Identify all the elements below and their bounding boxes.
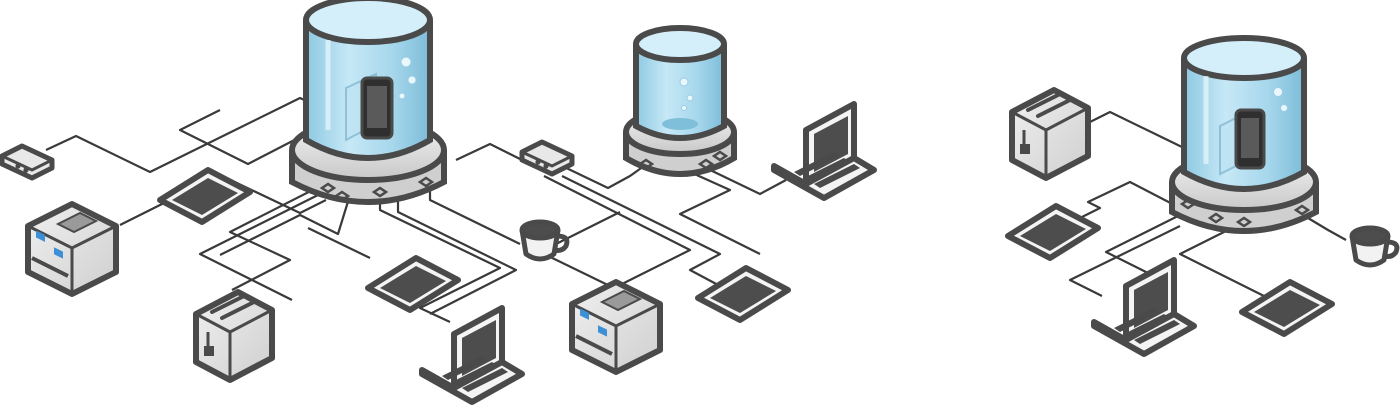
- coffee-cup-icon: [522, 222, 567, 259]
- tablet-icon: [1008, 206, 1098, 258]
- tablet-icon: [368, 258, 458, 310]
- hub-large-left: [289, 0, 447, 205]
- hub-small-center: [623, 25, 737, 177]
- printer-icon: [572, 282, 660, 372]
- hub-large-right: [1169, 35, 1319, 234]
- network-switch-icon: [2, 146, 52, 178]
- tablet-icon: [698, 268, 788, 320]
- laptop-icon: [774, 104, 874, 198]
- toaster-icon: [196, 292, 272, 380]
- printer-icon: [28, 204, 116, 294]
- phone-icon: [345, 72, 394, 142]
- coffee-cup-icon: [1352, 228, 1397, 265]
- tablet-icon: [1242, 282, 1332, 334]
- tablet-icon: [160, 170, 250, 222]
- phone-icon: [1219, 108, 1266, 176]
- network-switch-icon: [522, 142, 572, 174]
- laptop-icon: [1094, 260, 1194, 354]
- wires-right-cluster: [1059, 110, 1347, 297]
- toaster-icon: [1012, 90, 1088, 178]
- laptop-icon: [422, 308, 522, 402]
